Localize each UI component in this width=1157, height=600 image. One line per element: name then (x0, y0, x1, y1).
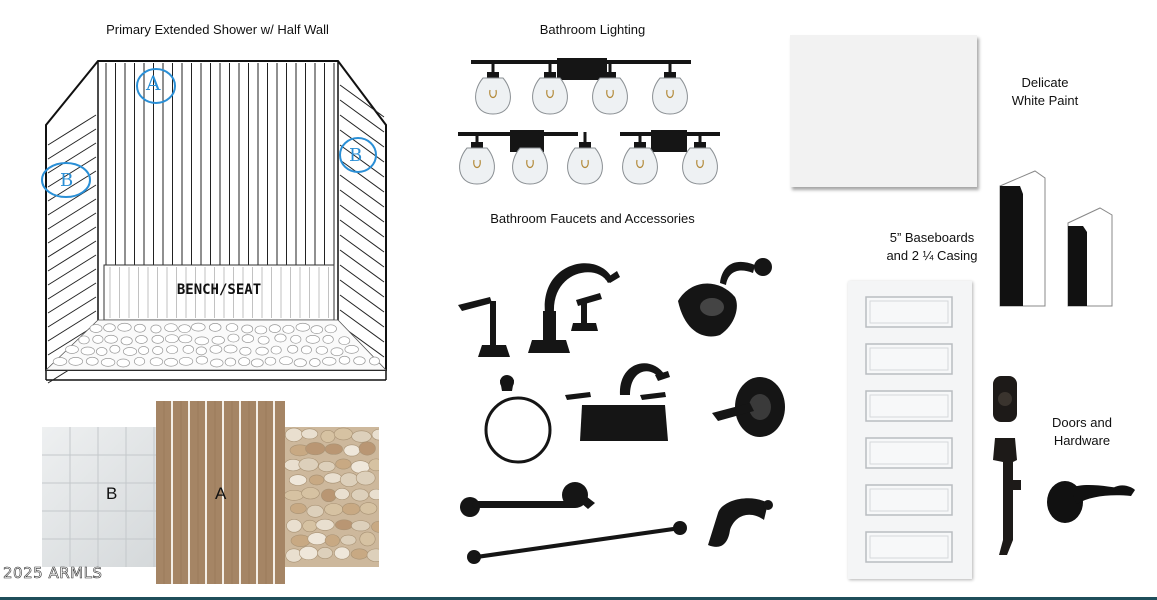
baseboards-caption-line2: and 2 ¼ Casing (886, 248, 978, 263)
faucets-accessories (458, 258, 785, 564)
toilet-paper-holder (460, 482, 595, 517)
handleset (993, 438, 1021, 555)
tile-a-swatch (156, 401, 285, 584)
shower-title: Primary Extended Shower w/ Half Wall (106, 22, 329, 37)
baseboard-profiles (999, 170, 1113, 307)
valve-trim (712, 377, 785, 437)
deadbolt (993, 376, 1017, 422)
shower-drawing (41, 60, 387, 384)
door-hardware (993, 376, 1135, 555)
tub-spout (708, 498, 773, 547)
pebble-texture (283, 427, 388, 567)
towel-bar (467, 521, 687, 564)
pebble-swatch (283, 427, 388, 567)
doors-caption: Doors and Hardware (1036, 414, 1128, 450)
doors-caption-line2: Hardware (1053, 433, 1111, 448)
watermark: 2025 ARMLS (3, 564, 103, 583)
faucet-spout (528, 263, 620, 353)
paint-caption: Delicate White Paint (995, 74, 1095, 110)
centerset-faucet (565, 363, 670, 441)
tile-a-texture (156, 401, 285, 584)
baseboards-caption-line1: 5” Baseboards (889, 230, 975, 245)
casing-profile (1067, 207, 1113, 307)
faucet-handle-right (571, 293, 602, 331)
faucets-title: Bathroom Faucets and Accessories (490, 211, 695, 226)
door-panel (848, 281, 972, 579)
lever-handle (1047, 481, 1135, 523)
doors-caption-line1: Doors and (1052, 415, 1112, 430)
paint-swatch (790, 35, 977, 187)
tile-b-label: B (106, 484, 118, 503)
vanity-lights (458, 58, 720, 185)
marker-a-label: A (146, 71, 161, 95)
marker-b-left-label: B (60, 170, 74, 191)
paint-caption-line1: Delicate (1021, 75, 1069, 90)
lighting-title: Bathroom Lighting (539, 22, 646, 37)
tile-a-label: A (215, 484, 227, 503)
two-light-fixture (620, 130, 720, 152)
shower-head (678, 258, 772, 337)
door-panels (865, 296, 953, 563)
faucet-handle-left (458, 297, 510, 357)
bottom-accent-line (0, 597, 1157, 600)
four-light-fixture (471, 58, 691, 115)
towel-ring (484, 375, 552, 464)
bench-label: BENCH/SEAT (176, 282, 262, 298)
marker-b-right-label: B (349, 145, 363, 166)
baseboards-caption: 5” Baseboards and 2 ¼ Casing (872, 229, 992, 265)
baseboard-profile (999, 170, 1046, 307)
paint-caption-line2: White Paint (1011, 93, 1079, 108)
